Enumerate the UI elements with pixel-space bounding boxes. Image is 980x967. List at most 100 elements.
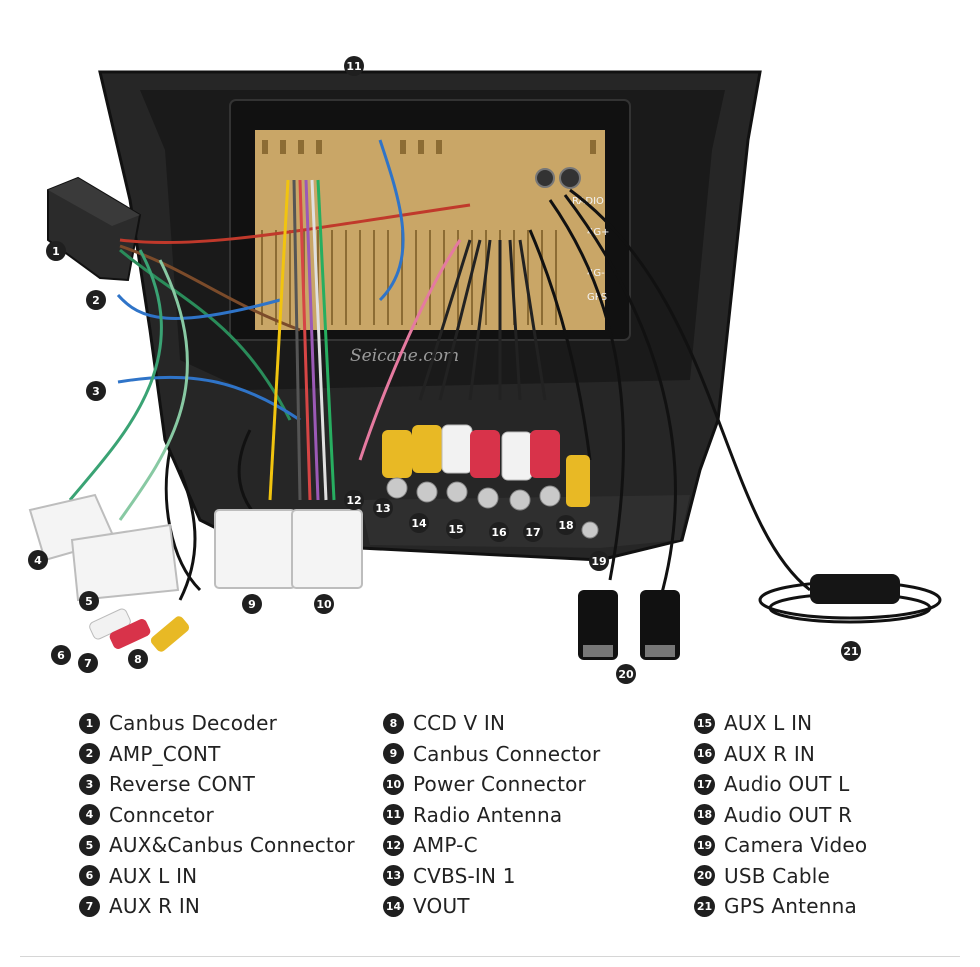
legend-number: 21 — [694, 895, 715, 917]
legend-column-2: 8 CCD V IN 9 Canbus Connector 10 Power Conn… — [383, 708, 600, 922]
gps-antenna — [758, 574, 942, 624]
port-label-gps: GPS — [587, 292, 607, 303]
wire-harness — [68, 139, 811, 601]
heatsink-top-slots — [262, 140, 596, 154]
legend-label: Canbus Connector — [413, 741, 601, 766]
legend-label: Audio OUT L — [724, 772, 850, 797]
legend-label: Conncetor — [109, 802, 214, 827]
callout-16: 16 — [489, 522, 509, 542]
legend-number: 19 — [694, 834, 715, 856]
legend-label: VOUT — [413, 894, 470, 919]
legend-number: 7 — [79, 895, 100, 917]
callout-17: 17 — [523, 522, 543, 542]
legend-item: 7 AUX R IN — [79, 891, 355, 922]
legend-label: Reverse CONT — [109, 772, 256, 797]
legend-label: Audio OUT R — [724, 802, 853, 827]
legend-item: 6 AUX L IN — [79, 861, 355, 892]
legend-label: Canbus Decoder — [109, 711, 278, 736]
callout-20: 20 — [616, 664, 636, 684]
legend-label: CVBS-IN 1 — [413, 863, 516, 888]
legend-number: 14 — [383, 895, 404, 917]
legend-number: 8 — [383, 712, 404, 734]
legend-item: 4 Conncetor — [79, 800, 355, 831]
callout-6: 6 — [51, 645, 71, 665]
legend-number: 1 — [79, 712, 100, 734]
legend-item: 8 CCD V IN — [383, 708, 600, 739]
aux-rca-cluster — [89, 608, 190, 652]
radio-antenna-port — [559, 167, 581, 189]
port-label-radio: RADIO — [572, 196, 604, 207]
callout-14: 14 — [409, 513, 429, 533]
dash-lower-trim — [360, 495, 690, 548]
legend-item: 13 CVBS-IN 1 — [383, 861, 600, 892]
legend-label: AUX L IN — [109, 863, 198, 888]
legend-item: 18 Audio OUT R — [694, 800, 867, 831]
legend-item: 17 Audio OUT L — [694, 769, 867, 800]
legend-label: GPS Antenna — [724, 894, 857, 919]
callout-13: 13 — [373, 498, 393, 518]
callout-19: 19 — [589, 551, 609, 571]
legend-item: 5 AUX&Canbus Connector — [79, 830, 355, 861]
legend-item: 19 Camera Video — [694, 830, 867, 861]
legend-number: 15 — [694, 712, 715, 734]
callout-7: 7 — [78, 653, 98, 673]
legend-number: 18 — [694, 804, 715, 826]
legend-number: 20 — [694, 865, 715, 887]
callout-11: 11 — [344, 56, 364, 76]
legend-number: 5 — [79, 834, 100, 856]
callout-12: 12 — [344, 490, 364, 510]
callout-1: 1 — [46, 241, 66, 261]
legend-number: 9 — [383, 743, 404, 765]
legend-label: AUX R IN — [724, 741, 816, 766]
wiring-diagram-illustration: RADIO 4G+ 4G- GPS Seicane.com — [28, 70, 942, 660]
legend-number: 12 — [383, 834, 404, 856]
port-label-4g-plus: 4G+ — [587, 227, 610, 238]
harness-connectors — [28, 493, 363, 602]
legend-item: 9 Canbus Connector — [383, 739, 600, 770]
callout-5: 5 — [79, 591, 99, 611]
legend-label: Power Connector — [413, 772, 586, 797]
legend-number: 3 — [79, 773, 100, 795]
legend-number: 10 — [383, 773, 404, 795]
legend-item: 10 Power Connector — [383, 769, 600, 800]
legend-item: 11 Radio Antenna — [383, 800, 600, 831]
callout-8: 8 — [128, 649, 148, 669]
legend-label: AMP-C — [413, 833, 478, 858]
legend-number: 13 — [383, 865, 404, 887]
rca-connectors — [382, 424, 599, 539]
legend-label: CCD V IN — [413, 711, 506, 736]
usb-plugs — [578, 590, 680, 660]
callout-3: 3 — [86, 381, 106, 401]
legend-item: 14 VOUT — [383, 891, 600, 922]
callout-4: 4 — [28, 550, 48, 570]
legend-label: AUX&Canbus Connector — [109, 833, 355, 858]
callout-21: 21 — [841, 641, 861, 661]
callout-2: 2 — [86, 290, 106, 310]
legend-item: 15 AUX L IN — [694, 708, 867, 739]
legend-number: 4 — [79, 804, 100, 826]
legend-number: 2 — [79, 743, 100, 765]
legend-number: 11 — [383, 804, 404, 826]
legend-label: Radio Antenna — [413, 802, 563, 827]
legend-item: 1 Canbus Decoder — [79, 708, 355, 739]
antenna-port-2 — [535, 168, 555, 188]
legend-item: 21 GPS Antenna — [694, 891, 867, 922]
legend-label: Camera Video — [724, 833, 868, 858]
legend-label: USB Cable — [724, 863, 830, 888]
legend-number: 17 — [694, 773, 715, 795]
bottom-divider — [20, 956, 960, 957]
legend-label: AUX R IN — [109, 894, 201, 919]
legend-number: 6 — [79, 865, 100, 887]
legend-item: 3 Reverse CONT — [79, 769, 355, 800]
callout-9: 9 — [242, 594, 262, 614]
port-label-4g-minus: 4G- — [587, 268, 605, 279]
heatsink-fins — [261, 230, 557, 325]
legend-label: AUX L IN — [724, 711, 813, 736]
callout-10: 10 — [314, 594, 334, 614]
legend-item: 20 USB Cable — [694, 861, 867, 892]
callout-18: 18 — [556, 515, 576, 535]
